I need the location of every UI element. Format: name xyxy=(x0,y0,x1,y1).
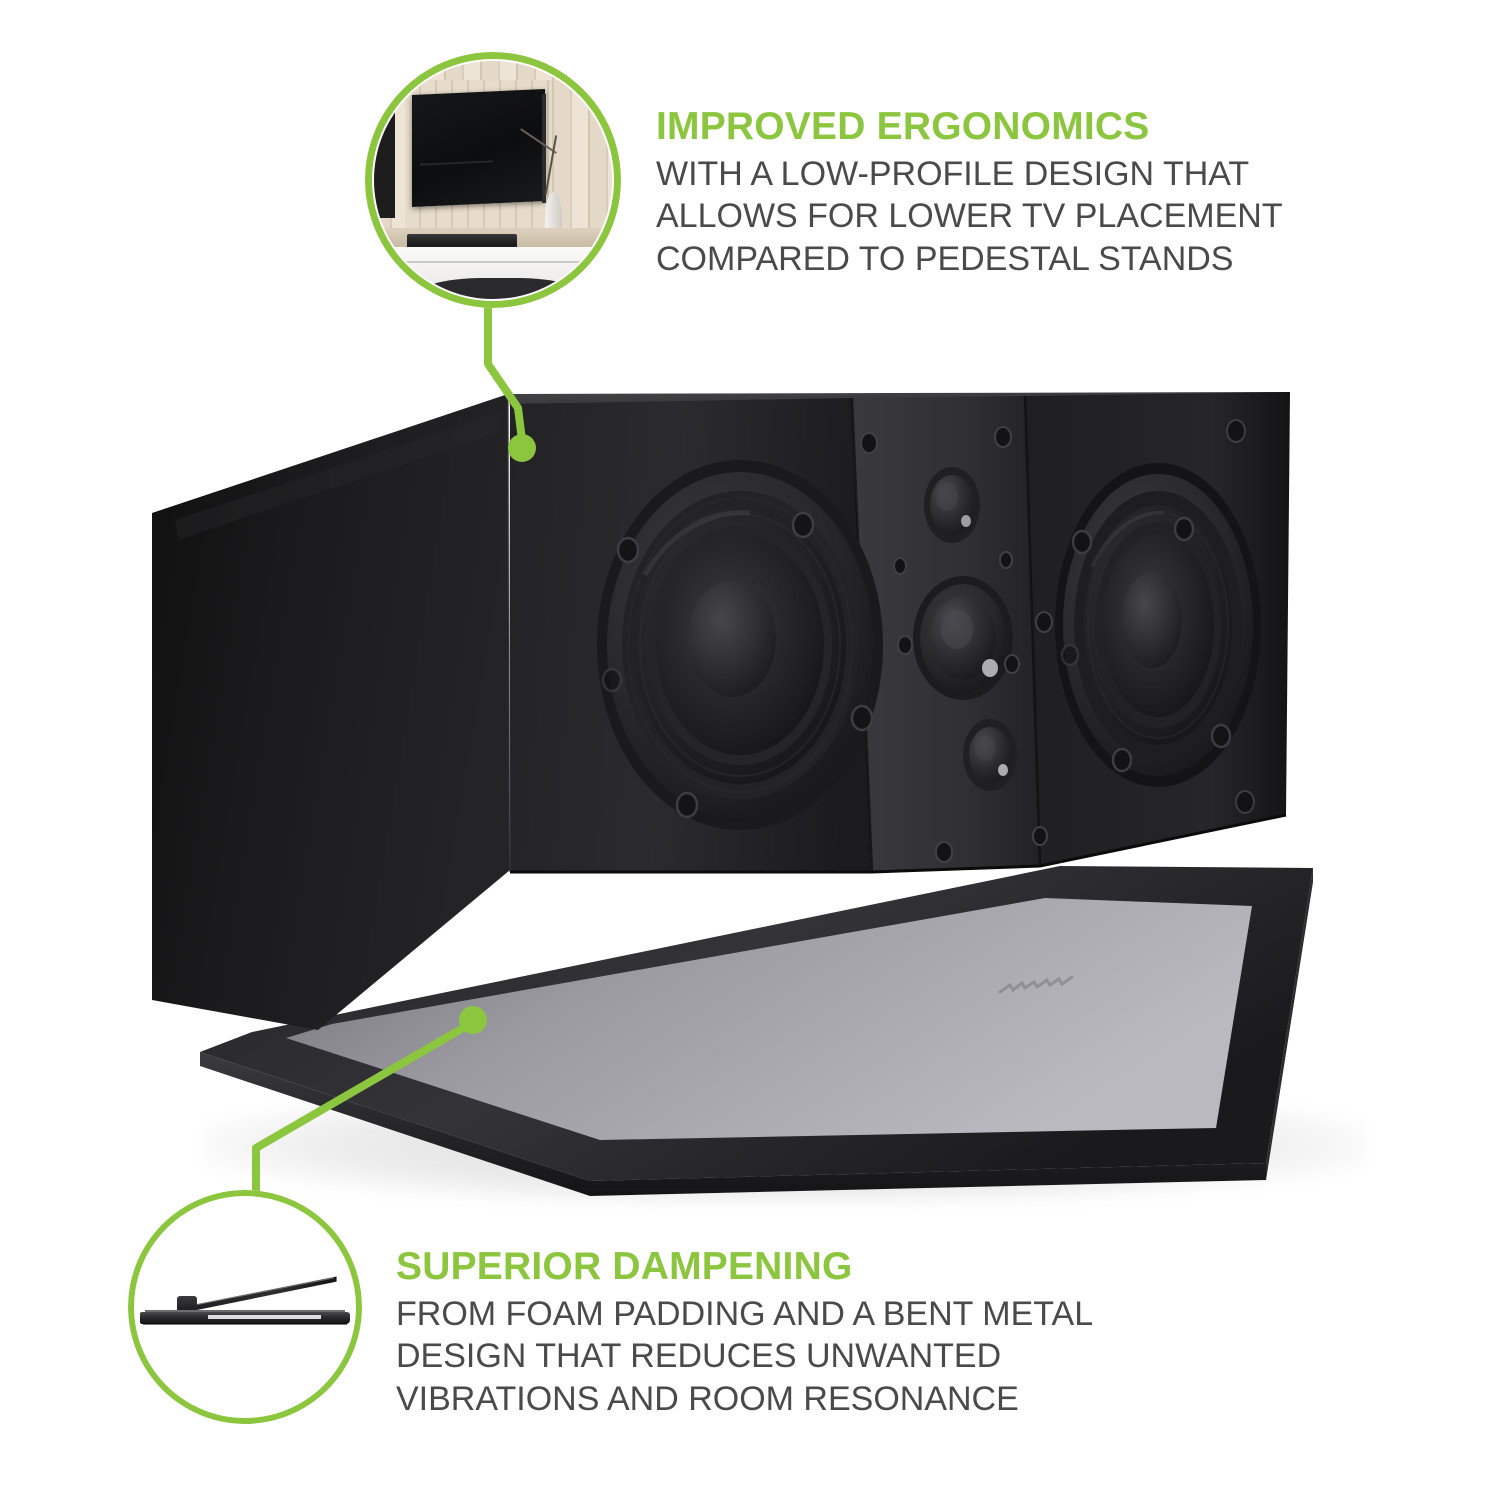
left-woofer xyxy=(597,460,883,830)
base-plate-shadow-line xyxy=(142,1323,348,1326)
floor-lamp-base xyxy=(545,191,563,235)
center-panel-screws xyxy=(860,426,1053,863)
callout-body-dampening: FROM FOAM PADDING AND A BENT METAL DESIG… xyxy=(396,1293,1094,1419)
cabinet-lower-shadow xyxy=(414,277,586,299)
tv-room-photo xyxy=(374,61,612,299)
callout-image-ergonomics xyxy=(365,52,621,308)
callout-body-line: VIBRATIONS AND ROOM RESONANCE xyxy=(396,1379,1019,1418)
bent-metal-base-plate xyxy=(200,866,1313,1196)
callout-text-dampening: SUPERIOR DAMPENING FROM FOAM PADDING AND… xyxy=(396,1245,1094,1420)
woofer-screws xyxy=(1060,516,1232,773)
callout-body-line: ALLOWS FOR LOWER TV PLACEMENT xyxy=(656,197,1283,236)
callout-body-line: COMPARED TO PEDESTAL STANDS xyxy=(656,239,1234,278)
cabinet-seam xyxy=(400,260,586,263)
callout-body-ergonomics: WITH A LOW-PROFILE DESIGN THAT ALLOWS FO… xyxy=(656,153,1283,279)
brand-emboss xyxy=(998,975,1074,994)
callout-heading-ergonomics: IMPROVED ERGONOMICS xyxy=(656,105,1150,148)
callout-text-ergonomics: IMPROVED ERGONOMICS WITH A LOW-PROFILE D… xyxy=(656,105,1283,280)
right-woofer xyxy=(1055,463,1261,787)
callout-body-line: FROM FOAM PADDING AND A BENT METAL xyxy=(396,1295,1094,1334)
cabinet-corner-screws xyxy=(1226,419,1255,814)
callout-heading-dampening: SUPERIOR DAMPENING xyxy=(396,1245,853,1288)
wall-dark-recess xyxy=(374,113,396,219)
base-plate-top-edge xyxy=(144,1310,346,1313)
callout-image-dampening xyxy=(128,1190,362,1424)
woofer-screws xyxy=(601,511,874,819)
wall-mounted-tv xyxy=(412,88,546,207)
center-driver-array xyxy=(860,426,1053,863)
callout-body-line: DESIGN THAT REDUCES UNWANTED xyxy=(396,1337,1002,1376)
center-upper-tweeter xyxy=(924,467,980,543)
center-mid-driver xyxy=(913,576,1013,700)
stand-profile-photo xyxy=(136,1198,354,1416)
base-plate-inner-gap xyxy=(207,1314,322,1319)
callout-body-line: WITH A LOW-PROFILE DESIGN THAT xyxy=(656,155,1250,194)
foam-pad-clip xyxy=(177,1296,198,1315)
center-lower-tweeter xyxy=(963,719,1017,791)
